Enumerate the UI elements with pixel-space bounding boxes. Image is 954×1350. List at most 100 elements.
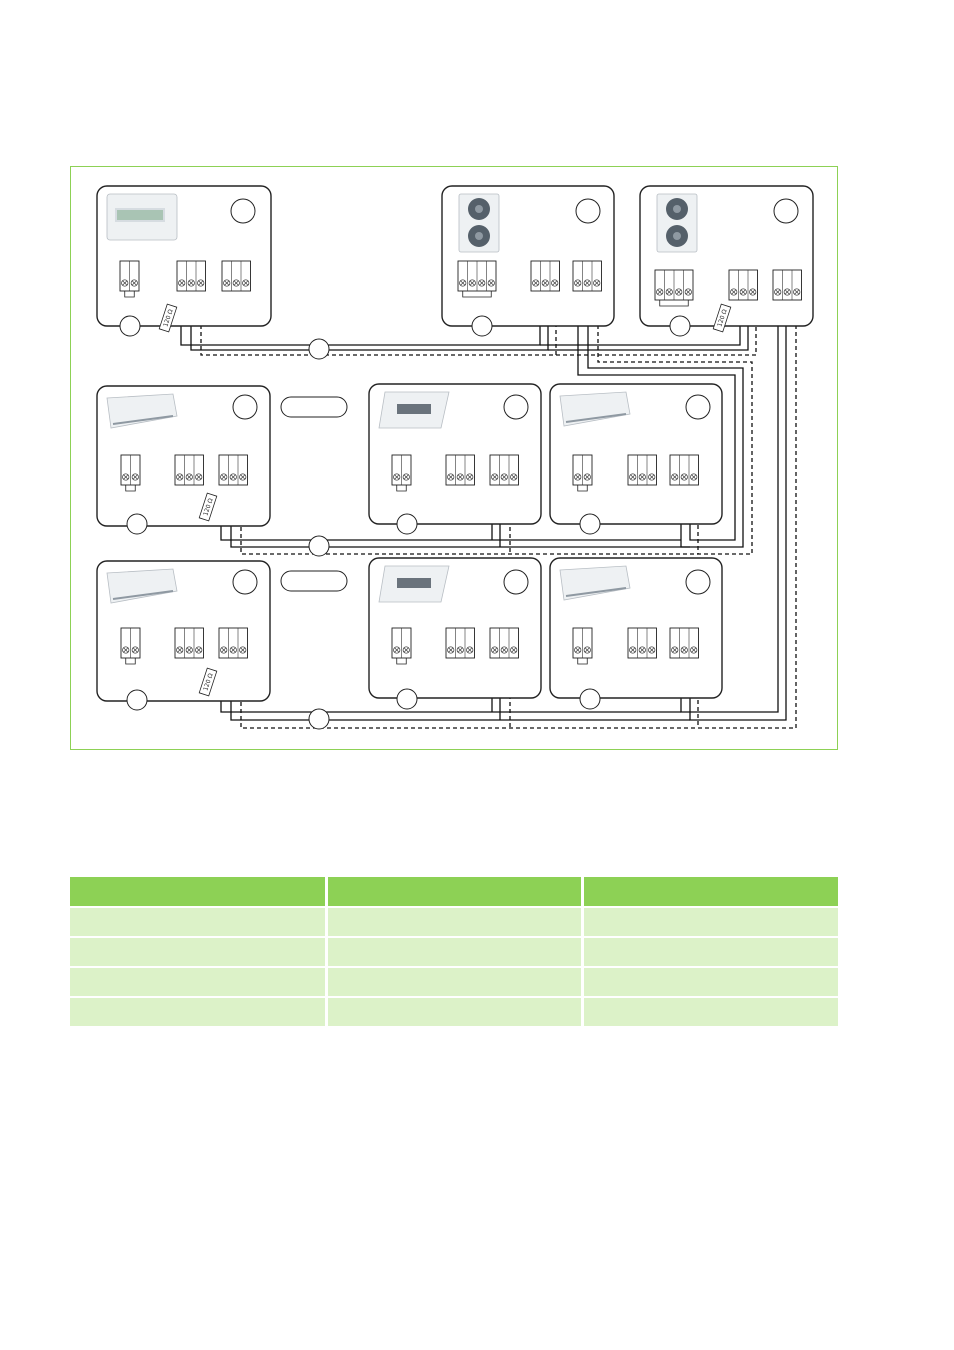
table-cell xyxy=(326,997,584,1028)
wall-unit-icon xyxy=(559,391,631,427)
resistors: 120 Ω 120 Ω 120 Ω 120 Ω xyxy=(158,303,732,697)
table-cell xyxy=(582,967,838,998)
indoor-cassette-unit xyxy=(368,383,542,535)
callout-circle xyxy=(685,394,711,420)
callout-circle xyxy=(685,569,711,595)
outdoor-unit-icon xyxy=(458,193,500,253)
bus-wire-e xyxy=(556,290,757,356)
indoor-wall-unit xyxy=(96,560,271,711)
terminal-block xyxy=(176,260,206,292)
table-row xyxy=(70,967,838,998)
indoor-wall-unit xyxy=(96,385,271,535)
callout-circle xyxy=(230,198,256,224)
terminal-block xyxy=(572,454,593,492)
terminating-resistor: 120 Ω xyxy=(712,303,732,333)
wall-unit-icon xyxy=(106,568,178,604)
table-cell xyxy=(70,967,328,998)
wiring-diagram: 120 Ω 120 Ω 120 Ω 120 Ω xyxy=(96,185,814,730)
callout-circle xyxy=(773,198,799,224)
table-cell xyxy=(326,907,584,938)
indoor-wall-unit xyxy=(549,383,723,535)
table-header-cell xyxy=(326,877,584,908)
units xyxy=(96,185,814,711)
terminal-block xyxy=(174,454,204,486)
terminal-block xyxy=(627,454,657,486)
terminal-block xyxy=(120,627,141,665)
terminal-block xyxy=(218,454,248,486)
table-row xyxy=(70,997,838,1028)
diagram-frame xyxy=(70,166,838,750)
table-header-row xyxy=(70,877,838,908)
terminal-block xyxy=(218,627,248,659)
outdoor-unit-unit xyxy=(639,185,814,337)
table-cell xyxy=(582,937,838,968)
terminal-block xyxy=(728,269,758,301)
terminal-block xyxy=(391,454,412,492)
terminating-resistor: 120 Ω xyxy=(198,667,218,697)
callout-circle xyxy=(119,315,141,337)
terminal-block xyxy=(391,627,412,665)
terminating-resistor: 120 Ω xyxy=(158,303,178,333)
table-header-cell xyxy=(70,877,328,908)
callout-circle xyxy=(575,198,601,224)
table-cell xyxy=(326,967,584,998)
terminal-block xyxy=(669,454,699,486)
terminal-block xyxy=(530,260,560,292)
terminal-block xyxy=(772,269,802,301)
callout-circle xyxy=(669,315,691,337)
table-header-cell xyxy=(582,877,838,908)
terminal-block xyxy=(221,260,251,292)
terminal-block xyxy=(119,260,140,298)
callout-circle xyxy=(126,689,148,711)
table-cell xyxy=(70,907,328,938)
wired-controller-unit xyxy=(96,185,272,337)
table-cell xyxy=(582,997,838,1028)
callout-circle xyxy=(579,513,601,535)
callout-circle xyxy=(396,513,418,535)
outdoor-feed-shield xyxy=(597,290,753,555)
terminal-block xyxy=(669,627,699,659)
indoor-wall-unit xyxy=(549,557,723,710)
terminal-block xyxy=(489,627,519,659)
table-cell xyxy=(582,907,838,938)
controller-unit-icon xyxy=(106,193,178,241)
table-cell xyxy=(70,937,328,968)
outdoor-feed-b xyxy=(587,290,744,548)
terminal-block xyxy=(457,260,497,298)
callout-oval xyxy=(280,570,348,592)
table-row xyxy=(70,937,838,968)
callout-circle xyxy=(308,535,330,557)
terminating-resistor: 120 Ω xyxy=(198,492,218,522)
terminal-block xyxy=(445,454,475,486)
terminal-block xyxy=(572,260,602,292)
cassette-unit-icon xyxy=(378,565,450,603)
callouts xyxy=(280,338,348,730)
indoor-cassette-unit xyxy=(368,557,542,710)
callout-circle xyxy=(503,394,529,420)
cassette-unit-icon xyxy=(378,391,450,429)
terminal-block xyxy=(627,627,657,659)
terminal-block xyxy=(445,627,475,659)
terminal-block xyxy=(174,627,204,659)
terminal-block xyxy=(489,454,519,486)
callout-circle xyxy=(396,688,418,710)
terminal-block xyxy=(572,627,593,665)
wall-unit-icon xyxy=(559,565,631,601)
callout-circle xyxy=(308,708,330,730)
callout-oval xyxy=(280,396,348,418)
outdoor-unit-unit xyxy=(441,185,615,337)
terminal-block xyxy=(120,454,141,492)
outdoor-unit-icon xyxy=(656,193,698,253)
callout-circle xyxy=(232,394,258,420)
terminal-block xyxy=(654,269,694,307)
callout-circle xyxy=(471,315,493,337)
callout-circle xyxy=(579,688,601,710)
spec-table xyxy=(70,877,838,1028)
callout-circle xyxy=(232,569,258,595)
callout-circle xyxy=(503,569,529,595)
callout-circle xyxy=(126,513,148,535)
outdoor-feed-a xyxy=(577,290,736,541)
table-cell xyxy=(70,997,328,1028)
wall-unit-icon xyxy=(106,393,178,429)
table-cell xyxy=(326,937,584,968)
